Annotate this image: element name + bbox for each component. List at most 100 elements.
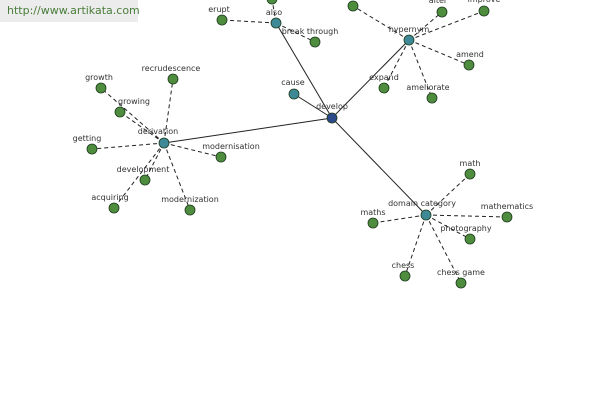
node-label-growing: growing	[118, 97, 150, 106]
node-label-maths: maths	[360, 208, 385, 217]
edge-develop-hypernym	[331, 39, 410, 119]
node-alter[interactable]: alter	[429, 0, 448, 18]
node-modernisation[interactable]: modernisation	[202, 142, 260, 163]
node-label-also: also	[266, 8, 282, 17]
node-label-cause: cause	[281, 78, 305, 87]
node-dot-modernization[interactable]	[184, 204, 196, 216]
node-label-alter: alter	[429, 0, 448, 5]
node-dot-expand[interactable]	[378, 82, 390, 94]
node-hypernym[interactable]: hypernym	[389, 25, 430, 46]
edge-hypernym-alter	[408, 11, 443, 41]
edge-derivation-recrudescence	[163, 78, 174, 144]
node-dot-chess-game[interactable]	[455, 277, 467, 289]
node-development[interactable]: development	[117, 165, 170, 186]
node-getting[interactable]: getting	[73, 134, 102, 155]
node-photography[interactable]: photography	[440, 224, 492, 245]
node-recrudescence[interactable]: recrudescence	[142, 64, 201, 85]
edge-hypernym-amend	[408, 39, 470, 66]
node-dot-development[interactable]	[139, 174, 151, 186]
node-erupt[interactable]: erupt	[208, 5, 230, 26]
node-label-recrudescence: recrudescence	[142, 64, 201, 73]
node-label-expand: expand	[369, 73, 399, 82]
edge-hypernym-hyp-top-left	[352, 5, 410, 41]
node-label-domain-category: domain category	[388, 199, 456, 208]
node-label-ameliorate: ameliorate	[406, 83, 449, 92]
edge-derivation-development	[144, 142, 165, 181]
node-modernization[interactable]: modernization	[161, 195, 219, 216]
node-dot-photography[interactable]	[464, 233, 476, 245]
node-improve[interactable]: improve	[468, 0, 501, 17]
node-break-through[interactable]: break through	[282, 27, 339, 48]
node-dot-growth[interactable]	[95, 82, 107, 94]
node-dot-modernisation[interactable]	[215, 151, 227, 163]
edge-also-break-through	[275, 22, 316, 43]
node-dot-domain-category[interactable]	[420, 209, 432, 221]
node-also-top[interactable]	[266, 0, 278, 5]
edge-domain-category-mathematics	[425, 214, 508, 218]
edge-develop-cause	[293, 93, 333, 119]
node-growth[interactable]: growth	[85, 73, 113, 94]
node-dot-amend[interactable]	[463, 59, 475, 71]
edge-derivation-getting	[91, 142, 165, 150]
node-amend[interactable]: amend	[456, 50, 484, 71]
node-develop[interactable]: develop	[316, 102, 348, 124]
node-dot-getting[interactable]	[86, 143, 98, 155]
edge-domain-category-photography	[425, 214, 471, 240]
nodes-layer: develop derivation also hypernym domain cate…	[73, 0, 533, 289]
node-label-getting: getting	[73, 134, 102, 143]
node-label-growth: growth	[85, 73, 113, 82]
node-dot-alter[interactable]	[436, 6, 448, 18]
node-label-mathematics: mathematics	[481, 202, 533, 211]
node-acquiring[interactable]: acquiring	[91, 193, 129, 214]
node-dot-erupt[interactable]	[216, 14, 228, 26]
node-label-erupt: erupt	[208, 5, 230, 14]
node-dot-develop[interactable]	[326, 112, 338, 124]
node-label-chess: chess	[392, 261, 415, 270]
edge-domain-category-maths	[372, 214, 427, 224]
edge-derivation-modernization	[163, 142, 191, 211]
edge-derivation-modernisation	[163, 142, 222, 158]
node-dot-cause[interactable]	[288, 88, 300, 100]
node-dot-ameliorate[interactable]	[426, 92, 438, 104]
node-dot-acquiring[interactable]	[108, 202, 120, 214]
node-label-math: math	[460, 159, 481, 168]
node-expand[interactable]: expand	[369, 73, 399, 94]
node-dot-hyp-top-left[interactable]	[347, 0, 359, 12]
node-dot-chess[interactable]	[399, 270, 411, 282]
node-dot-improve[interactable]	[478, 5, 490, 17]
node-label-amend: amend	[456, 50, 484, 59]
edge-derivation-growing	[119, 111, 165, 144]
node-dot-derivation[interactable]	[158, 137, 170, 149]
node-derivation[interactable]: derivation	[138, 127, 178, 149]
node-maths[interactable]: maths	[360, 208, 386, 229]
node-hyp-top-left[interactable]	[347, 0, 359, 12]
node-math[interactable]: math	[460, 159, 481, 180]
edge-develop-also	[275, 22, 333, 119]
node-dot-hypernym[interactable]	[403, 34, 415, 46]
node-dot-recrudescence[interactable]	[167, 73, 179, 85]
node-label-chess-game: chess game	[437, 268, 485, 277]
node-growing[interactable]: growing	[114, 97, 150, 118]
node-also[interactable]: also	[266, 8, 282, 29]
node-label-modernization: modernization	[161, 195, 219, 204]
edge-develop-domain-category	[331, 117, 427, 216]
watermark-url[interactable]: http://www.artikata.com	[0, 0, 140, 22]
node-label-break-through: break through	[282, 27, 339, 36]
node-dot-also-top[interactable]	[266, 0, 278, 5]
node-dot-mathematics[interactable]	[501, 211, 513, 223]
node-label-develop: develop	[316, 102, 348, 111]
node-chess[interactable]: chess	[392, 261, 415, 282]
node-dot-growing[interactable]	[114, 106, 126, 118]
node-dot-break-through[interactable]	[309, 36, 321, 48]
node-chess-game[interactable]: chess game	[437, 268, 485, 289]
node-domain-category[interactable]: domain category	[388, 199, 456, 221]
node-dot-math[interactable]	[464, 168, 476, 180]
node-dot-maths[interactable]	[367, 217, 379, 229]
node-cause[interactable]: cause	[281, 78, 305, 100]
node-dot-also[interactable]	[270, 17, 282, 29]
node-mathematics[interactable]: mathematics	[481, 202, 533, 223]
node-label-development: development	[117, 165, 170, 174]
node-label-improve: improve	[468, 0, 501, 4]
node-ameliorate[interactable]: ameliorate	[406, 83, 450, 104]
